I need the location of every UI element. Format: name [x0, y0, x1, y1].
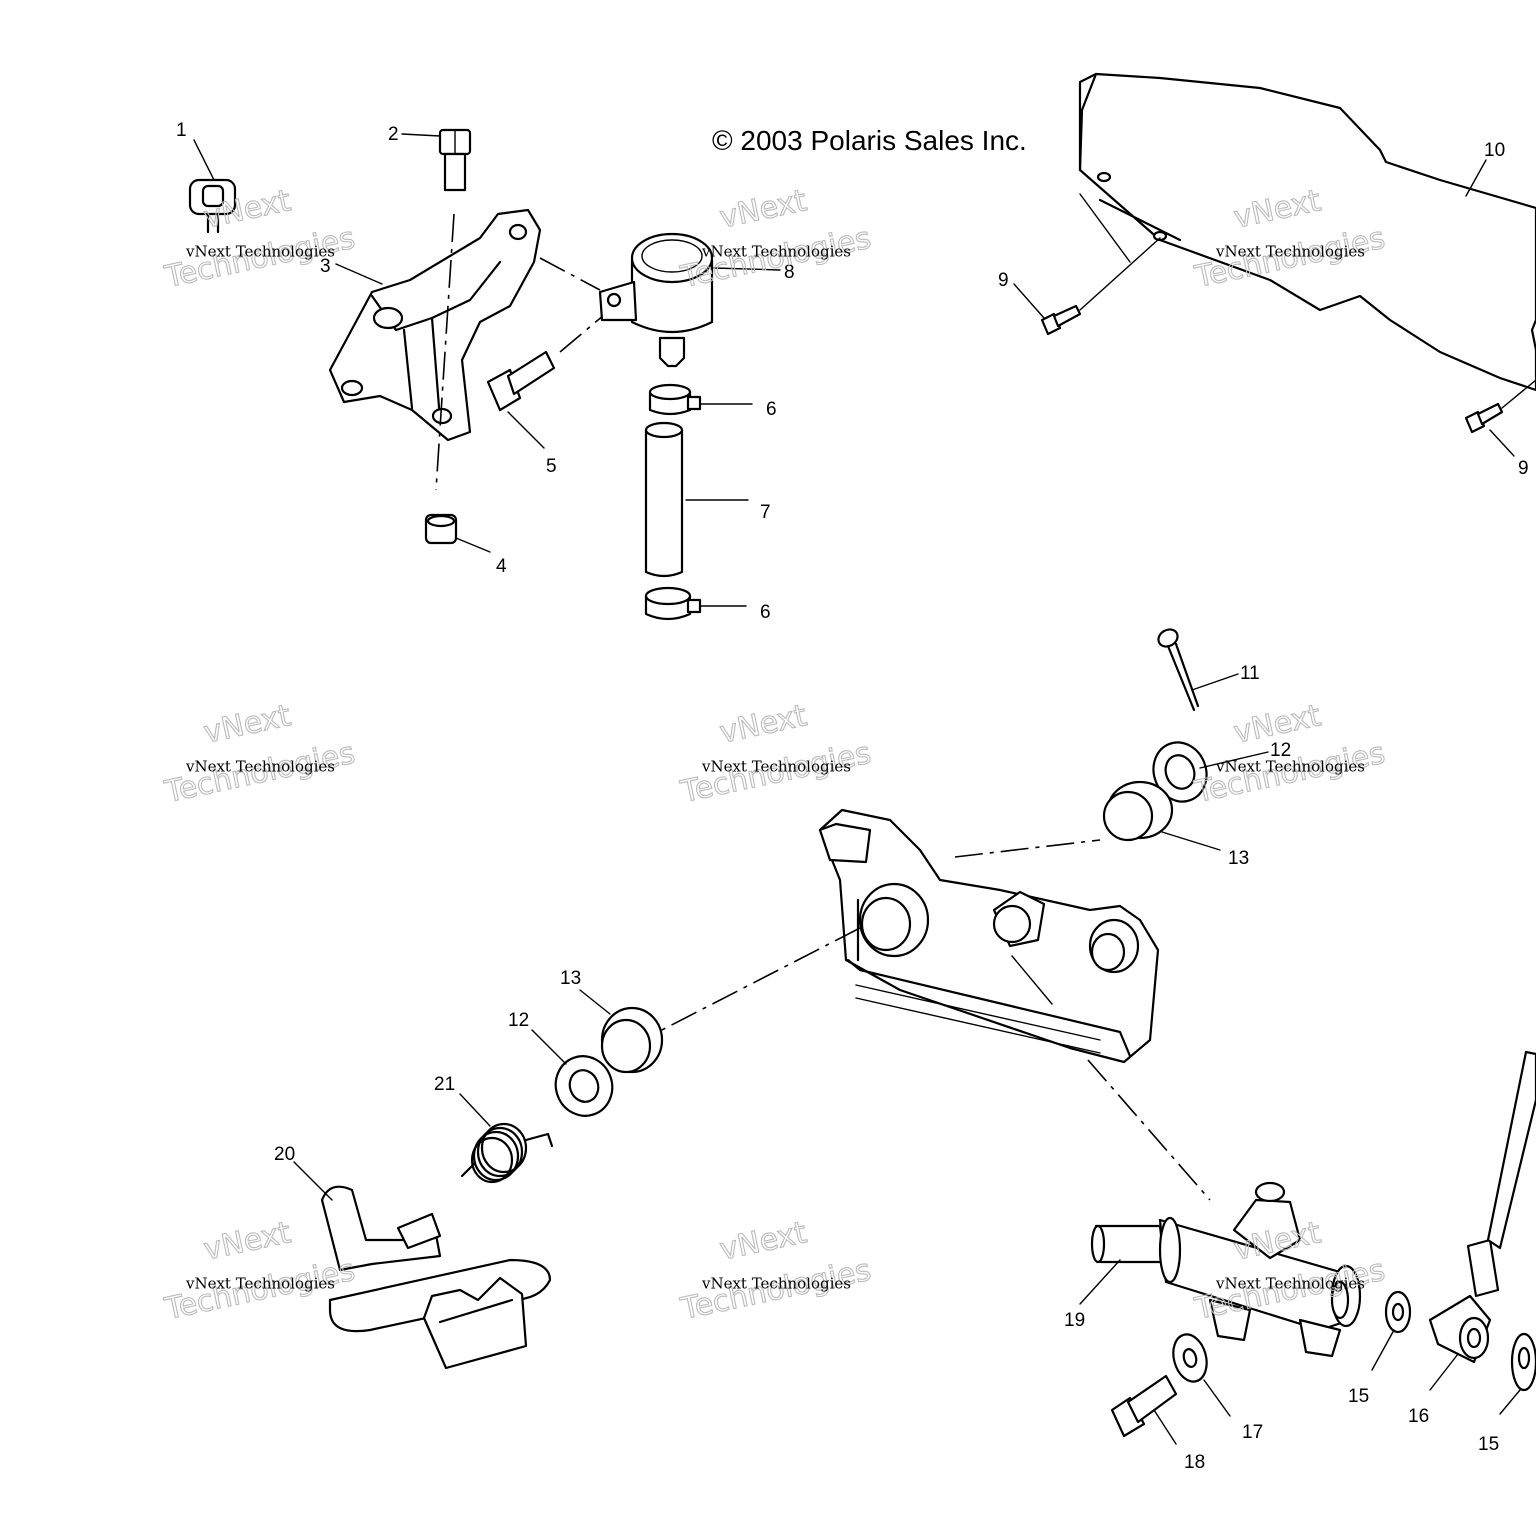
- callout-20: 20: [274, 1144, 295, 1165]
- svg-text:vNext: vNext: [717, 183, 810, 236]
- svg-text:vNext Technologies: vNext Technologies: [701, 243, 851, 261]
- part-15-washer-right: [1510, 1332, 1536, 1392]
- watermark-middle-left: vNext Technologies vNext Technologies: [161, 698, 359, 811]
- callout-19: 19: [1064, 1310, 1085, 1331]
- callout-15-left: 15: [1348, 1386, 1369, 1407]
- svg-text:vNext: vNext: [717, 1215, 810, 1268]
- part-21-spring: [460, 1122, 554, 1184]
- part-1-clip: [188, 178, 237, 234]
- callout-7: 7: [760, 502, 771, 523]
- part-12-washer-upper: [1152, 741, 1208, 803]
- callout-1: 1: [176, 120, 187, 141]
- callout-11: 11: [1240, 663, 1260, 684]
- svg-text:vNext: vNext: [717, 698, 810, 751]
- swing-arm-bracket: [657, 808, 1211, 1201]
- svg-text:vNext Technologies: vNext Technologies: [701, 1275, 851, 1293]
- leader-lines: [193, 133, 1521, 1445]
- callout-2: 2: [388, 124, 399, 145]
- watermark-top-center: vNext Technologies vNext Technologies: [677, 183, 875, 296]
- callout-18: 18: [1184, 1452, 1205, 1473]
- callout-17: 17: [1242, 1422, 1263, 1443]
- part-5-bolt: [486, 309, 611, 412]
- callout-9-left: 9: [998, 270, 1009, 291]
- callout-12-lower: 12: [508, 1010, 529, 1031]
- callout-10: 10: [1484, 140, 1505, 161]
- svg-text:vNext Technologies: vNext Technologies: [1215, 1275, 1365, 1293]
- part-15-washer-left: [1384, 1290, 1412, 1334]
- callout-21: 21: [434, 1074, 455, 1095]
- callout-3: 3: [320, 256, 331, 277]
- part-11-cotter-pin: [1157, 628, 1200, 712]
- callout-9-right: 9: [1518, 458, 1529, 479]
- callout-labels: 1 2 3 4 5 6 7 6 8 9 10 9 11 12 13 13 12 …: [176, 120, 1529, 1473]
- callout-13-upper: 13: [1228, 848, 1249, 869]
- svg-text:vNext: vNext: [201, 1215, 294, 1268]
- callout-16: 16: [1408, 1406, 1429, 1427]
- callout-6-lower: 6: [760, 602, 771, 623]
- part-9-screw-right: [1464, 379, 1536, 434]
- part-3-bracket: [328, 208, 542, 491]
- part-4-nut: [424, 513, 458, 545]
- svg-text:vNext Technologies: vNext Technologies: [1215, 758, 1365, 776]
- watermark-bottom-center: vNext Technologies vNext Technologies: [677, 1215, 875, 1328]
- part-9-screw-left: [1040, 193, 1161, 336]
- part-7-hose: [644, 421, 684, 578]
- callout-13-lower: 13: [560, 968, 581, 989]
- part-12-washer-lower: [554, 1055, 614, 1117]
- part-8-reservoir: [539, 232, 714, 368]
- part-6-clamp-lower: [644, 586, 702, 621]
- copyright-text: © 2003 Polaris Sales Inc.: [712, 125, 1027, 156]
- callout-12-upper: 12: [1270, 740, 1291, 761]
- part-13-bushing-lower: [600, 1006, 664, 1074]
- svg-text:vNext Technologies: vNext Technologies: [185, 243, 335, 261]
- svg-text:vNext: vNext: [201, 698, 294, 751]
- callout-15-right: 15: [1478, 1434, 1499, 1455]
- watermark-middle-center: vNext Technologies vNext Technologies: [677, 698, 875, 811]
- watermark-top-left: vNext Technologies vNext Technologies: [161, 183, 359, 296]
- part-17-washer: [1172, 1333, 1208, 1383]
- svg-text:vNext Technologies: vNext Technologies: [185, 1275, 335, 1293]
- part-6-clamp-upper: [648, 383, 702, 416]
- callout-4: 4: [496, 556, 507, 577]
- part-16-rod-end: [1428, 1050, 1536, 1364]
- callout-8: 8: [784, 262, 795, 283]
- part-20-pedal: [320, 1185, 552, 1370]
- callout-6-upper: 6: [766, 399, 777, 420]
- svg-text:vNext Technologies: vNext Technologies: [1215, 243, 1365, 261]
- part-2-bolt: [438, 128, 472, 192]
- part-13-bushing-upper: [954, 780, 1174, 858]
- callout-5: 5: [546, 456, 557, 477]
- part-18-bolt: [1110, 1374, 1178, 1438]
- svg-text:vNext Technologies: vNext Technologies: [701, 758, 851, 776]
- part-10-cover-panel: [1078, 72, 1536, 392]
- part-19-master-cylinder: [1090, 1181, 1362, 1358]
- svg-text:vNext Technologies: vNext Technologies: [185, 758, 335, 776]
